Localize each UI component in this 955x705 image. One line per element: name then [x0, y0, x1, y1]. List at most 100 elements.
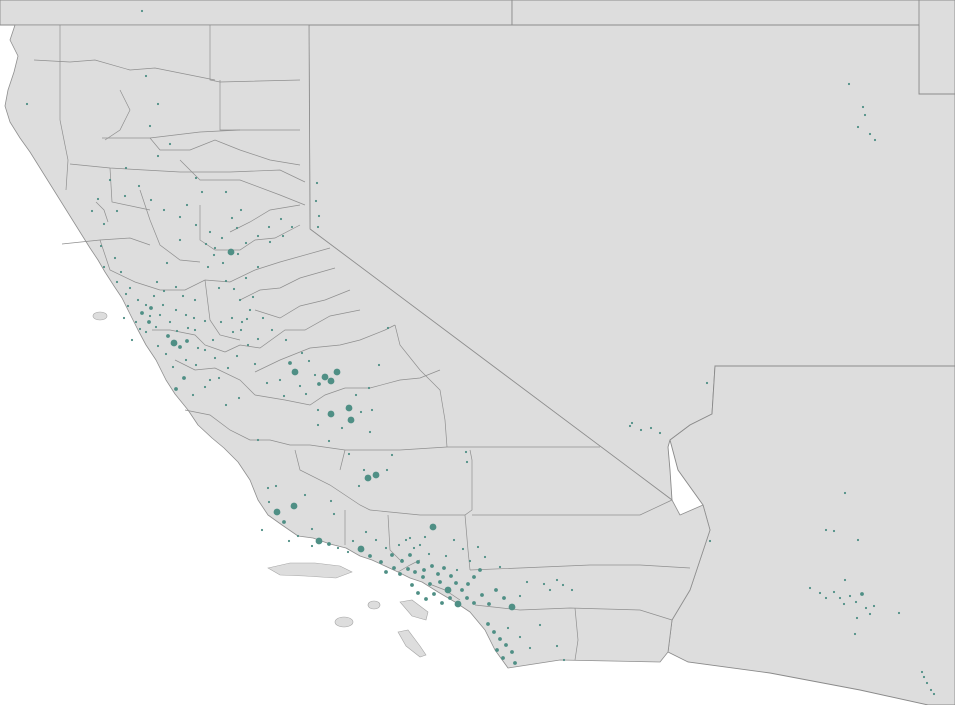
location-point [548, 588, 552, 592]
utah-region [918, 0, 955, 95]
location-point [224, 190, 228, 194]
location-point [483, 555, 487, 559]
location-point [156, 344, 160, 348]
location-point [208, 378, 212, 382]
location-point [392, 566, 396, 570]
location-point [144, 330, 148, 334]
location-point [316, 408, 320, 412]
location-point [658, 431, 662, 435]
location-point [374, 538, 378, 542]
location-point [455, 568, 459, 572]
location-point [284, 338, 288, 342]
location-point [193, 328, 197, 332]
location-point [354, 393, 358, 397]
location-point [226, 366, 230, 370]
location-point [404, 538, 408, 542]
location-point [498, 565, 502, 569]
location-point [251, 295, 255, 299]
location-point [204, 242, 208, 246]
location-point [137, 184, 141, 188]
location-point [203, 319, 207, 323]
california-region [4, 24, 711, 669]
location-point [270, 328, 274, 332]
location-point [472, 575, 476, 579]
island [92, 311, 108, 321]
location-point [178, 215, 182, 219]
location-point [274, 484, 278, 488]
location-point [315, 537, 323, 545]
location-point [538, 623, 542, 627]
location-point [149, 306, 153, 310]
location-point [452, 538, 456, 542]
location-point [436, 572, 440, 576]
location-point [316, 225, 320, 229]
location-point [386, 326, 390, 330]
location-point [438, 580, 442, 584]
location-point [929, 688, 933, 692]
location-point [317, 382, 321, 386]
location-point [444, 586, 452, 594]
location-point [476, 545, 480, 549]
location-point [508, 603, 516, 611]
location-point [416, 560, 420, 564]
location-point [372, 471, 380, 479]
location-point [174, 285, 178, 289]
location-point [296, 534, 300, 538]
location-point [144, 303, 148, 307]
location-point [367, 386, 371, 390]
location-point [290, 502, 298, 510]
location-point [872, 604, 876, 608]
location-point [327, 439, 331, 443]
location-point [423, 535, 427, 539]
location-point [123, 194, 127, 198]
location-point [555, 578, 559, 582]
location-point [239, 328, 243, 332]
location-point [239, 208, 243, 212]
location-point [256, 265, 260, 269]
location-point [282, 394, 286, 398]
location-point [281, 234, 285, 238]
location-point [113, 256, 117, 260]
location-point [843, 491, 847, 495]
location-point [256, 234, 260, 238]
location-point [466, 582, 470, 586]
location-point [418, 543, 422, 547]
location-point [472, 601, 476, 605]
location-point [178, 238, 182, 242]
location-point [448, 596, 452, 600]
location-point [480, 593, 484, 597]
location-point [224, 403, 228, 407]
location-point [278, 378, 282, 382]
idaho-region [511, 0, 955, 28]
location-point [170, 339, 178, 347]
location-point [124, 292, 128, 296]
location-point [513, 661, 517, 665]
location-point [359, 410, 363, 414]
location-point [25, 102, 29, 106]
location-point [235, 226, 239, 230]
location-point [200, 190, 204, 194]
location-point [182, 376, 186, 380]
location-point [232, 287, 236, 291]
location-point [498, 637, 502, 641]
location-point [244, 241, 248, 245]
location-point [253, 362, 257, 366]
location-point [570, 588, 574, 592]
location-point [501, 656, 505, 660]
location-point [384, 570, 388, 574]
location-point [421, 575, 425, 579]
location-point [155, 280, 159, 284]
location-point [525, 580, 529, 584]
location-point [279, 217, 283, 221]
location-point [315, 181, 319, 185]
location-point [384, 546, 388, 550]
california-outline [4, 24, 711, 669]
location-point [410, 583, 414, 587]
location-point [191, 393, 195, 397]
location-point [379, 560, 383, 564]
location-point [428, 582, 432, 586]
location-point [236, 252, 240, 256]
location-point [408, 553, 412, 557]
location-point [138, 327, 142, 331]
location-point [336, 546, 340, 550]
